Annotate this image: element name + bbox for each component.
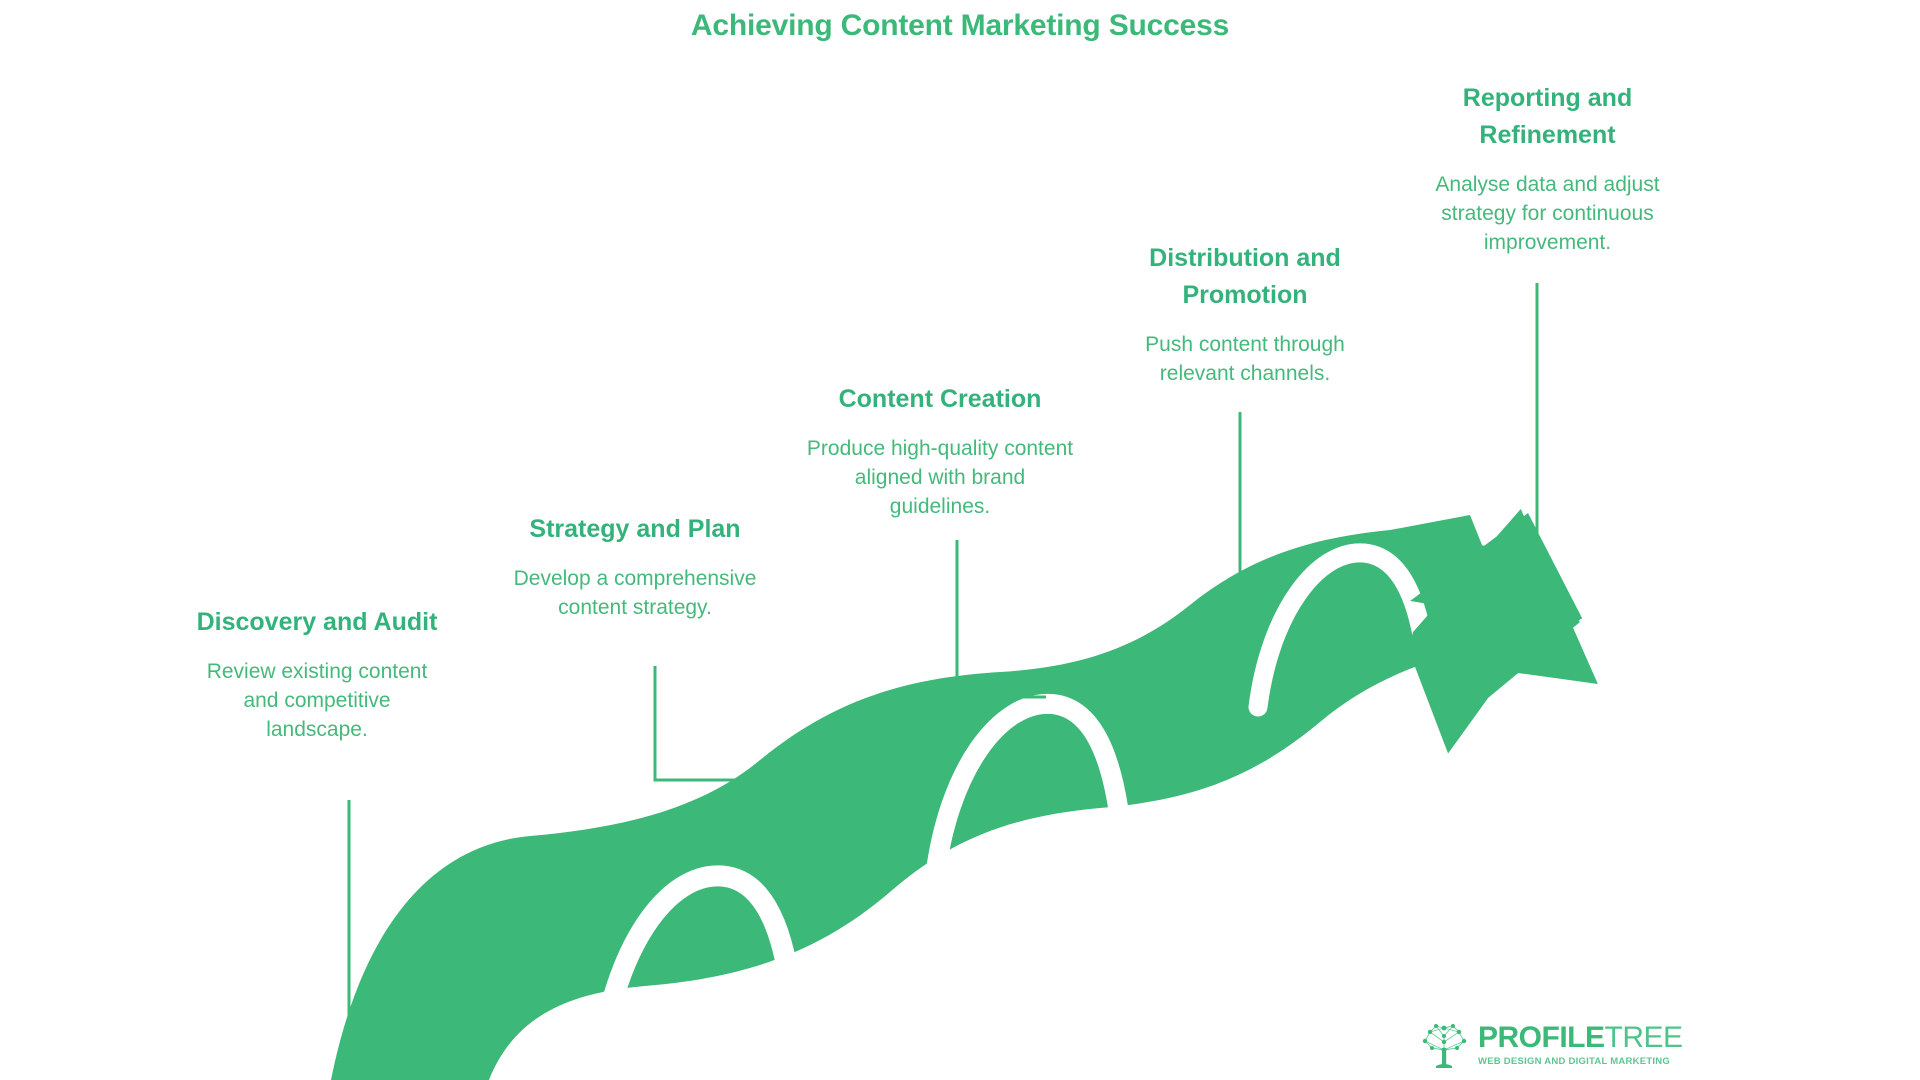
page-title: Achieving Content Marketing Success: [690, 9, 1230, 42]
profiletree-logo[interactable]: PROFILETREE WEB DESIGN AND DIGITAL MARKE…: [1416, 1017, 1683, 1073]
logo-word-profile: PROFILE: [1478, 1021, 1605, 1055]
step-title: Distribution and Promotion: [1149, 244, 1341, 309]
step-description: Review existing content and competitive …: [206, 660, 428, 741]
step-description: Develop a comprehensive content strategy…: [513, 567, 757, 619]
step-description: Push content through relevant channels.: [1145, 333, 1345, 385]
step-title: Reporting and Refinement: [1462, 84, 1633, 149]
step-strategy-and-plan[interactable]: Strategy and Plan Develop a comprehensiv…: [500, 511, 770, 622]
step-description: Analyse data and adjust strategy for con…: [1435, 173, 1660, 254]
step-distribution-and-promotion[interactable]: Distribution and Promotion Push content …: [1115, 240, 1375, 388]
arrow-head-icon: [1409, 509, 1598, 754]
logo-tagline: WEB DESIGN AND DIGITAL MARKETING: [1478, 1056, 1671, 1068]
logo-wordmark: PROFILETREE: [1478, 1023, 1683, 1053]
step-reporting-and-refinement[interactable]: Reporting and Refinement Analyse data an…: [1410, 80, 1685, 257]
step-content-creation[interactable]: Content Creation Produce high-quality co…: [805, 381, 1075, 521]
step-title: Discovery and Audit: [196, 608, 438, 636]
step-title: Content Creation: [838, 385, 1042, 413]
logo-text-block: PROFILETREE WEB DESIGN AND DIGITAL MARKE…: [1478, 1023, 1683, 1067]
tree-network-icon: [1422, 1024, 1467, 1068]
step-title: Strategy and Plan: [529, 515, 741, 543]
connector-line-5: [1470, 283, 1539, 549]
logo-word-tree: TREE: [1604, 1021, 1684, 1055]
step-description: Produce high-quality content aligned wit…: [806, 437, 1074, 518]
step-discovery-and-audit[interactable]: Discovery and Audit Review existing cont…: [192, 604, 442, 744]
ribbon-folds: [589, 543, 1443, 1080]
connector-line-3: [955, 540, 1046, 699]
connector-line-2: [653, 666, 745, 782]
